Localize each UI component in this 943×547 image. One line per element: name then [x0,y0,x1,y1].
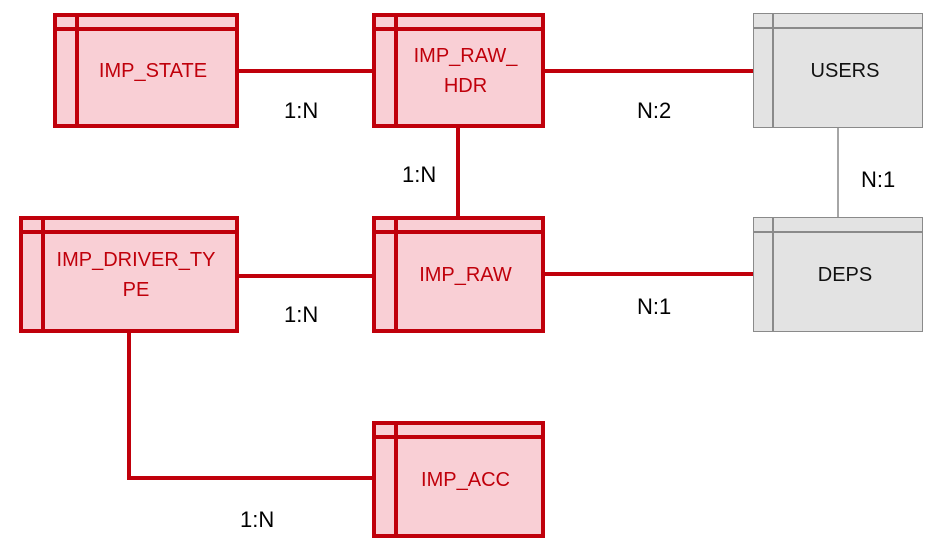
table-key-column-bar [394,220,398,329]
connector-driver-type-acc-horizontal [127,476,374,480]
connector-driver-type-raw [237,274,374,278]
entity-label: IMP_STATE [98,59,208,82]
cardinality-users-deps: N:1 [861,167,896,192]
entity-imp-raw[interactable]: IMP_RAW [372,216,545,333]
table-key-column-bar [772,218,774,331]
connector-raw-deps [544,272,754,276]
connector-state-raw-hdr [238,69,374,73]
cardinality-driver-type-raw: 1:N [284,302,319,327]
table-header-bar [376,230,541,234]
cardinality-driver-type-acc: 1:N [240,507,275,532]
entity-deps[interactable]: DEPS [753,217,923,332]
table-key-column-bar [75,17,79,124]
table-header-bar [376,435,541,439]
connector-users-deps [837,127,839,218]
connector-raw-hdr-users [544,69,754,73]
table-header-bar [57,27,235,31]
entity-label: IMP_RAW [419,263,512,286]
entity-imp-state[interactable]: IMP_STATE [53,13,239,128]
table-header-bar [23,230,235,234]
entity-users[interactable]: USERS [753,13,923,128]
connector-raw-hdr-raw [456,127,460,218]
entity-label: IMP_ACC [421,468,510,491]
entity-label: DEPS [817,263,873,286]
table-key-column-bar [394,425,398,534]
table-key-column-bar [772,14,774,127]
entity-imp-acc[interactable]: IMP_ACC [372,421,545,538]
connector-driver-type-acc-vertical [127,331,131,480]
table-header-bar [754,27,922,29]
entity-label: USERS [810,59,880,82]
cardinality-state-raw-hdr: 1:N [284,98,319,123]
table-header-bar [754,231,922,233]
entity-label: IMP_RAW_HDR [413,44,518,97]
table-header-bar [376,27,541,31]
cardinality-raw-hdr-raw: 1:N [402,162,437,187]
cardinality-raw-deps: N:1 [637,294,672,319]
cardinality-raw-hdr-users: N:2 [637,98,672,123]
entity-imp-raw-hdr[interactable]: IMP_RAW_HDR [372,13,545,128]
